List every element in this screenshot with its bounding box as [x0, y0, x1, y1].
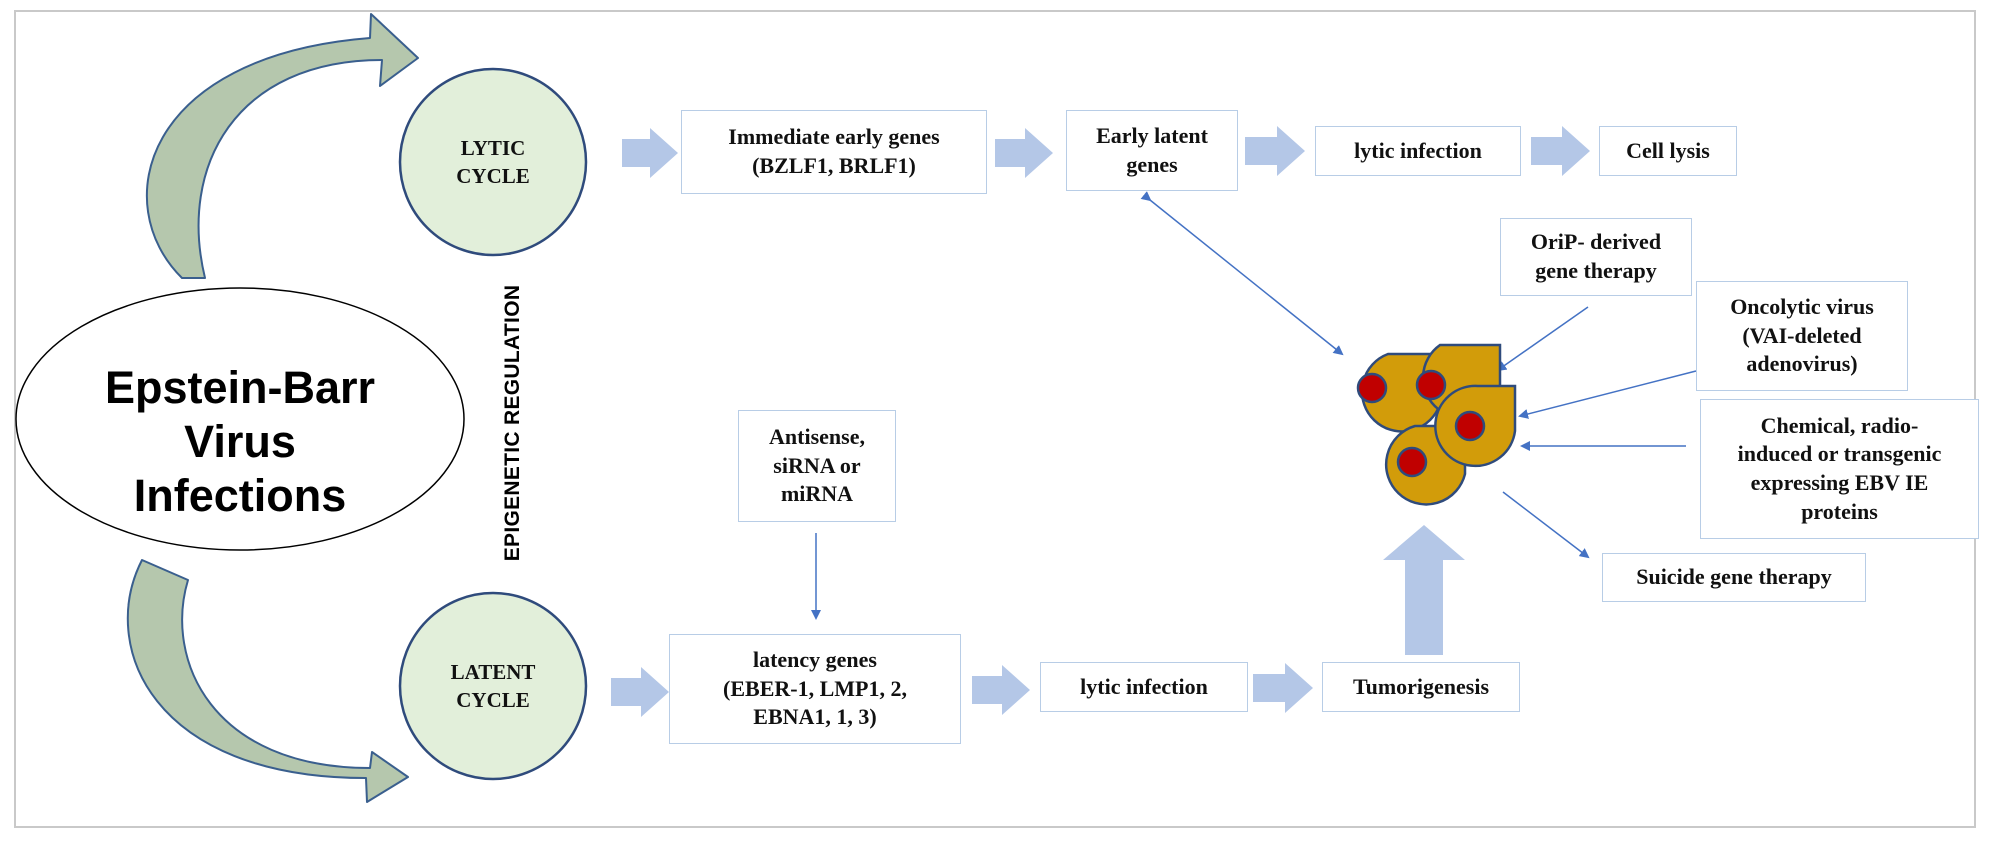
curved-arrow-bottom	[126, 559, 409, 803]
block-arrow-latent-1	[611, 667, 669, 717]
nucleus-1	[1356, 372, 1388, 404]
main-ellipse	[15, 287, 465, 551]
nucleus-3	[1396, 446, 1428, 478]
lytic-cycle-circle	[398, 67, 588, 257]
lytic-infection-bottom-box: lytic infection	[1040, 662, 1248, 712]
block-arrow-up-tumor	[1383, 525, 1465, 655]
block-arrow-lytic-4	[1531, 126, 1590, 176]
arrow-early-latent-cells	[1140, 191, 1344, 356]
block-arrow-lytic-2	[995, 128, 1053, 178]
curved-arrow-top	[145, 13, 419, 279]
immediate-early-genes-box: Immediate early genes (BZLF1, BRLF1)	[681, 110, 987, 194]
block-arrow-latent-2	[972, 665, 1030, 715]
orip-gene-therapy-box: OriP- derived gene therapy	[1500, 218, 1692, 296]
lytic-infection-top-box: lytic infection	[1315, 126, 1521, 176]
main-title: Epstein-Barr Virus Infections	[104, 362, 376, 521]
latency-genes-box: latency genes (EBER-1, LMP1, 2, EBNA1, 1…	[669, 634, 961, 744]
cell-lysis-box: Cell lysis	[1599, 126, 1737, 176]
suicide-gene-therapy-box: Suicide gene therapy	[1602, 553, 1866, 602]
epigenetic-regulation-label: EPIGENETIC REGULATION	[501, 284, 524, 562]
arrow-orip-to-cells	[1496, 306, 1589, 372]
lytic-cycle-label: LYTIC CYCLE	[456, 135, 530, 188]
tumor-cell-1	[1360, 352, 1442, 433]
chemical-radio-induced-box: Chemical, radio- induced or transgenic e…	[1700, 399, 1979, 539]
oncolytic-virus-box: Oncolytic virus (VAI-deleted adenovirus)	[1696, 281, 1908, 391]
nucleus-2	[1415, 369, 1447, 401]
arrow-cells-to-suicide	[1502, 491, 1590, 559]
latent-cycle-circle	[398, 591, 588, 781]
nucleus-4	[1454, 410, 1486, 442]
antisense-box: Antisense, siRNA or miRNA	[738, 410, 896, 522]
tumorigenesis-box: Tumorigenesis	[1322, 662, 1520, 712]
block-arrow-lytic-3	[1245, 126, 1305, 176]
early-latent-genes-box: Early latent genes	[1066, 110, 1238, 191]
block-arrow-lytic-1	[622, 128, 678, 178]
latent-cycle-label: LATENT CYCLE	[450, 659, 536, 712]
block-arrow-latent-3	[1253, 663, 1313, 713]
arrow-oncolytic-to-cells	[1518, 370, 1697, 419]
